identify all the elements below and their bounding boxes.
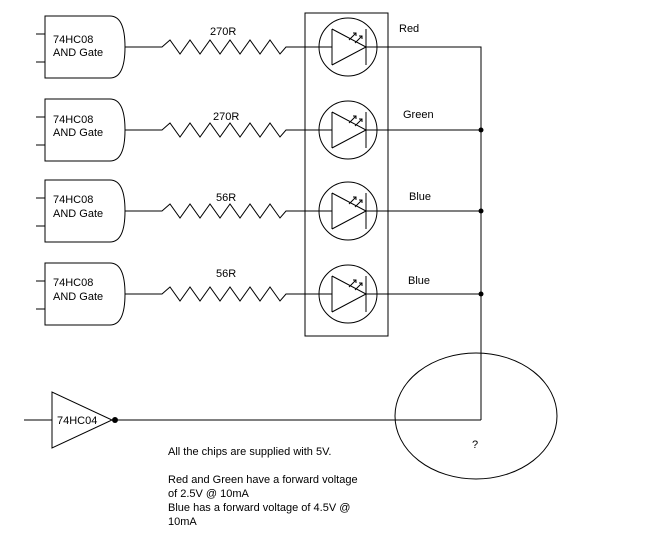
gate-2-inputs xyxy=(36,99,46,161)
unknown-block xyxy=(394,352,558,480)
unknown-label: ? xyxy=(472,439,478,451)
led-4-label: Blue xyxy=(408,275,430,287)
junction-4 xyxy=(478,291,484,297)
gate-1-line2: AND Gate xyxy=(53,47,103,59)
resistor-4-label: 56R xyxy=(216,268,236,280)
channel-2: 74HC08 AND Gate 270R Green xyxy=(36,98,484,162)
gate-4-line1: 74HC08 xyxy=(53,277,93,289)
gate-2-line1: 74HC08 xyxy=(53,114,93,126)
note-supply: All the chips are supplied with 5V. xyxy=(168,446,332,458)
gate-1-inputs xyxy=(36,16,46,78)
junction-2 xyxy=(478,127,484,133)
led-2-label: Green xyxy=(403,109,434,121)
and-gate-2 xyxy=(44,98,126,162)
channel-1: 74HC08 AND Gate 270R Red xyxy=(36,15,419,79)
note-blue-line1: Blue has a forward voltage of 4.5V @ xyxy=(168,502,351,514)
and-gate-1 xyxy=(44,15,126,79)
led-2-symbol xyxy=(319,111,481,149)
resistor-2-label: 270R xyxy=(213,111,239,123)
resistor-1-label: 270R xyxy=(210,26,236,38)
and-gate-4 xyxy=(44,262,126,326)
led-3-label: Blue xyxy=(409,191,431,203)
resistor-4 xyxy=(125,286,319,302)
resistor-2 xyxy=(125,122,319,138)
gate-3-line2: AND Gate xyxy=(53,208,103,220)
inverter-bubble xyxy=(112,417,118,423)
resistor-3 xyxy=(125,203,319,219)
led-package-box xyxy=(304,12,389,337)
junction-3 xyxy=(478,208,484,214)
gate-3-line1: 74HC08 xyxy=(53,194,93,206)
note-red-green-line1: Red and Green have a forward voltage xyxy=(168,474,358,486)
note-blue-line2: 10mA xyxy=(168,516,197,528)
led-1-symbol xyxy=(319,28,378,66)
channel-3: 74HC08 AND Gate 56R Blue xyxy=(36,179,484,243)
gate-3-inputs xyxy=(36,180,46,242)
gate-1-line1: 74HC08 xyxy=(53,34,93,46)
and-gate-3 xyxy=(44,179,126,243)
channel-4: 74HC08 AND Gate 56R Blue xyxy=(36,262,484,326)
gate-4-line2: AND Gate xyxy=(53,291,103,303)
resistor-1 xyxy=(125,39,319,55)
inverter-74hc04 xyxy=(51,391,114,449)
resistor-3-label: 56R xyxy=(216,192,236,204)
gate-4-inputs xyxy=(36,263,46,325)
gate-2-line2: AND Gate xyxy=(53,127,103,139)
led-3-symbol xyxy=(319,192,481,230)
inverter-label: 74HC04 xyxy=(57,415,97,427)
led-4-symbol xyxy=(319,275,481,313)
led-1-label: Red xyxy=(399,23,419,35)
note-red-green-line2: of 2.5V @ 10mA xyxy=(168,488,249,500)
